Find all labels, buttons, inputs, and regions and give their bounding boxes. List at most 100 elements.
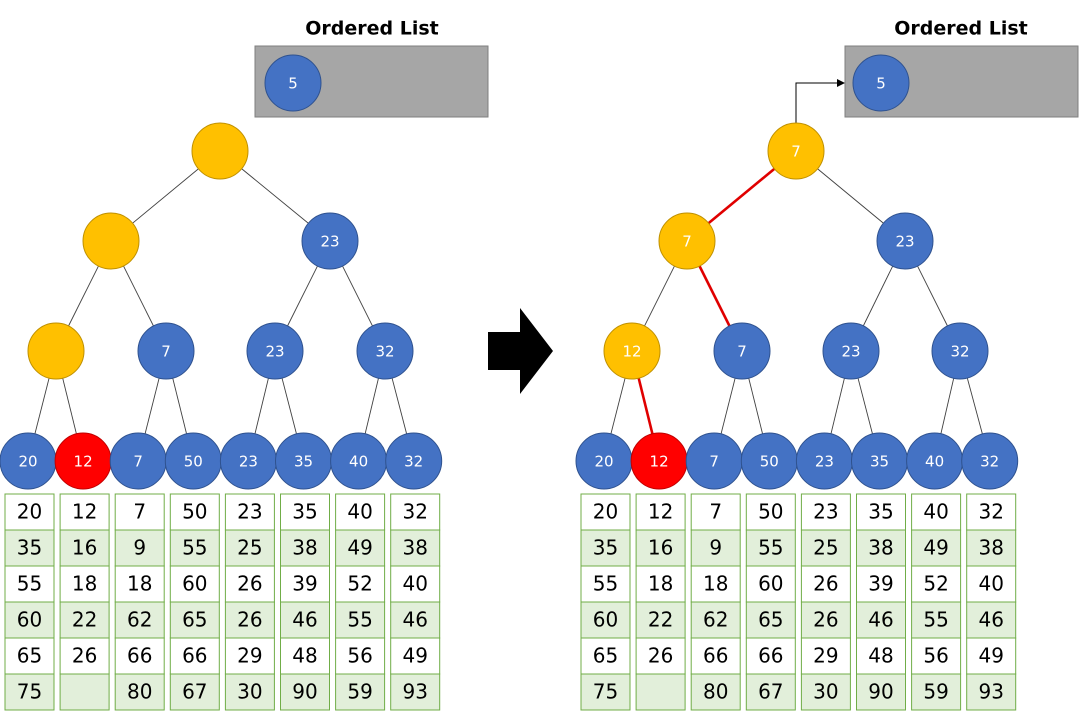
level2-node: [27, 322, 85, 380]
output-arrow: [795, 79, 845, 123]
run-cell: [745, 673, 796, 711]
run-cell-value: 49: [923, 536, 948, 560]
run-cell-value: 65: [593, 644, 618, 668]
run-cell-value: 29: [237, 644, 262, 668]
run-cell-value: 23: [813, 500, 838, 524]
run-cell-value: 55: [923, 608, 948, 632]
run-cell-value: 30: [813, 680, 838, 704]
run-cell: [280, 493, 330, 531]
run-cell-value: 39: [292, 572, 317, 596]
run-cell-value: 62: [703, 608, 728, 632]
run-cell: [59, 601, 110, 639]
run-cell: [224, 673, 275, 711]
run-cell-value: 59: [347, 680, 372, 704]
level2-node: [137, 322, 195, 380]
run-cell-value: 38: [402, 536, 427, 560]
run-cell: [800, 673, 851, 711]
run-cell-value: 18: [648, 572, 673, 596]
run-cell-value: 38: [292, 536, 317, 560]
level1-node-label: 23: [320, 233, 339, 251]
ordered-list-item: [852, 54, 910, 112]
run-cell: [169, 637, 220, 675]
run-cell: [745, 601, 796, 639]
run-cell-value: 48: [292, 644, 317, 668]
run-cell: [224, 565, 275, 603]
run-cell-value: 46: [292, 608, 317, 632]
run-cell-value: 55: [17, 572, 42, 596]
run-cell-value: 49: [402, 644, 427, 668]
run-cell: [911, 673, 962, 711]
run-cell-value: 46: [978, 608, 1003, 632]
run-cell-value: 55: [347, 608, 372, 632]
leaf-node-label: 32: [404, 453, 423, 471]
run-cell: [4, 565, 55, 603]
run-cell-value: 7: [709, 500, 722, 524]
run-cell-value: 65: [182, 608, 207, 632]
run-cell: [856, 601, 906, 639]
run-cell: [690, 673, 741, 711]
run-cell: [280, 673, 330, 711]
run-cell: [390, 529, 441, 567]
run-cell-value: 60: [758, 572, 783, 596]
run-column: 35 38 39 46 48 90: [280, 493, 330, 711]
run-cell: [800, 601, 851, 639]
run-cell-value: 90: [292, 680, 317, 704]
run-cell-value: 22: [72, 608, 97, 632]
run-cell: [224, 601, 275, 639]
run-cell-value: 35: [292, 500, 317, 524]
run-cell-value: 46: [402, 608, 427, 632]
run-cell-value: 26: [237, 572, 262, 596]
level1-node: [658, 212, 716, 270]
run-cell: [966, 493, 1017, 531]
level2-node-label: 32: [375, 343, 394, 361]
run-cell: [580, 673, 631, 711]
run-cell-value: 29: [813, 644, 838, 668]
run-cell-value: 60: [17, 608, 42, 632]
run-cell-value: 56: [347, 644, 372, 668]
run-cell: [635, 493, 686, 531]
leaf-node-label: 20: [594, 453, 613, 471]
run-cell: [4, 529, 55, 567]
run-cell: [966, 565, 1017, 603]
run-cell: [335, 565, 386, 603]
run-cell-value: 67: [182, 680, 207, 704]
run-cell-value: 59: [923, 680, 948, 704]
run-cell: [390, 601, 441, 639]
run-cell-value: 26: [813, 572, 838, 596]
run-cell-value: 16: [72, 536, 97, 560]
run-cell: [59, 529, 110, 567]
run-cell-value: 50: [758, 500, 783, 524]
leaf-node-label: 32: [980, 453, 999, 471]
run-cell: [635, 565, 686, 603]
run-cell-value: 66: [127, 644, 152, 668]
leaf-node: [961, 432, 1019, 490]
run-cell-value: 12: [72, 500, 97, 524]
run-cell-value: 32: [402, 500, 427, 524]
run-cell-value: 39: [868, 572, 893, 596]
level2-node: [713, 322, 771, 380]
run-cell: [966, 529, 1017, 567]
run-cell-value: 93: [402, 680, 427, 704]
run-cell: [224, 637, 275, 675]
leaf-node-label: 40: [925, 453, 944, 471]
level2-node-label: 32: [950, 343, 969, 361]
right-arrow-icon: [488, 308, 553, 394]
level2-node-label: 12: [622, 343, 641, 361]
leaf-node-label: 50: [184, 453, 203, 471]
run-cell-value: 32: [978, 500, 1003, 524]
leaf-node-label: 20: [18, 453, 37, 471]
run-cell: [580, 637, 631, 675]
run-cell: [856, 673, 906, 711]
level2-node: [603, 322, 661, 380]
level1-node: [876, 212, 934, 270]
run-cell-value: 80: [127, 680, 152, 704]
ordered-list-item: [264, 54, 322, 112]
run-cell: [4, 493, 55, 531]
run-cell-value: 23: [237, 500, 262, 524]
